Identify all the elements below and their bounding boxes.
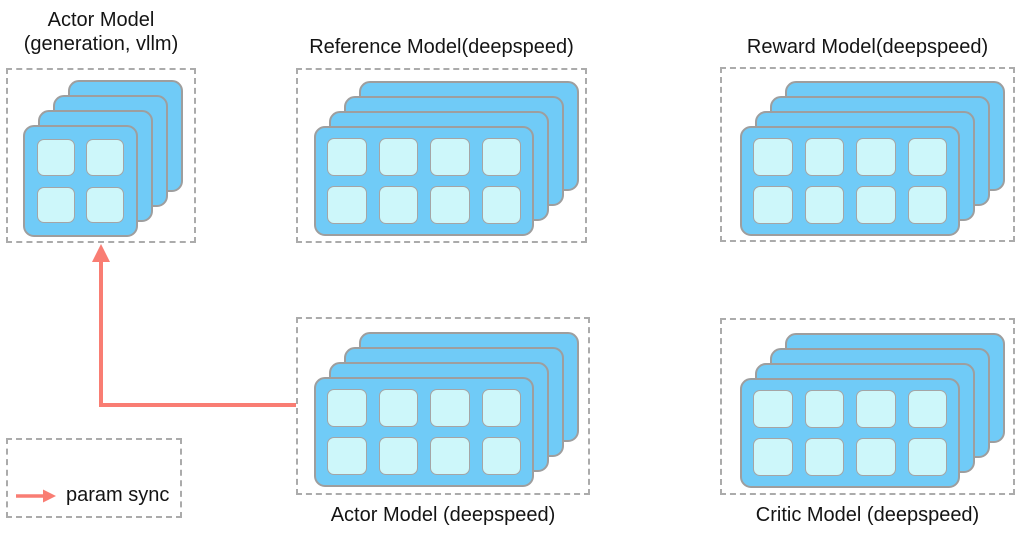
reference-model-box (296, 68, 587, 243)
gpu-cell (804, 138, 844, 176)
legend-row: param sync (15, 484, 169, 507)
gpu-cell (327, 138, 367, 176)
reward-model-box (720, 67, 1015, 242)
gpu-card-front (740, 126, 960, 236)
gpu-cell (481, 138, 521, 176)
gpu-cell (804, 438, 844, 476)
gpu-cell (378, 138, 418, 176)
gpu-cell (753, 390, 793, 428)
legend-box: param sync (6, 438, 182, 518)
gpu-cell (856, 138, 896, 176)
gpu-cell (804, 390, 844, 428)
gpu-card-front (23, 125, 138, 237)
reward-model-title: Reward Model(deepspeed) (746, 36, 989, 58)
gpu-cell (481, 186, 521, 224)
gpu-cell (907, 390, 947, 428)
gpu-stack (722, 69, 1013, 240)
gpu-cell (86, 186, 124, 223)
gpu-stack (298, 319, 588, 493)
gpu-cell (856, 186, 896, 224)
gpu-cell (907, 138, 947, 176)
gpu-stack (8, 70, 194, 241)
critic-model-label: Critic Model (deepspeed) (755, 504, 980, 526)
gpu-stack (298, 70, 585, 241)
gpu-cell (856, 390, 896, 428)
gpu-cell (327, 186, 367, 224)
actor-deepspeed-box (296, 317, 590, 495)
reference-model-title: Reference Model(deepspeed) (309, 36, 574, 58)
actor-generation-title: Actor Model (generation, vllm) (6, 8, 196, 56)
gpu-cell (856, 438, 896, 476)
actor-generation-box (6, 68, 196, 243)
gpu-stack (722, 320, 1013, 493)
gpu-cell (804, 186, 844, 224)
gpu-cell (753, 186, 793, 224)
gpu-cell (327, 389, 367, 427)
gpu-cell (378, 437, 418, 475)
gpu-card-front (314, 377, 534, 487)
gpu-cell (481, 437, 521, 475)
gpu-cell (327, 437, 367, 475)
gpu-card-front (314, 126, 534, 236)
gpu-cell (430, 437, 470, 475)
critic-model-box (720, 318, 1015, 495)
gpu-cell (481, 389, 521, 427)
legend-label: param sync (66, 484, 170, 506)
gpu-card-front (740, 378, 960, 488)
param-sync-arrow-icon (16, 489, 56, 502)
actor-generation-title-line2: (generation, vllm) (23, 33, 179, 55)
gpu-cell (37, 186, 75, 223)
gpu-cell (378, 389, 418, 427)
gpu-cell (37, 139, 75, 176)
actor-deepspeed-label: Actor Model (deepspeed) (330, 504, 556, 526)
gpu-cell (753, 138, 793, 176)
gpu-cell (753, 438, 793, 476)
actor-generation-title-line1: Actor Model (47, 9, 155, 31)
gpu-cell (907, 438, 947, 476)
gpu-cell (430, 186, 470, 224)
gpu-cell (907, 186, 947, 224)
gpu-cell (378, 186, 418, 224)
gpu-cell (430, 138, 470, 176)
gpu-cell (86, 139, 124, 176)
gpu-cell (430, 389, 470, 427)
